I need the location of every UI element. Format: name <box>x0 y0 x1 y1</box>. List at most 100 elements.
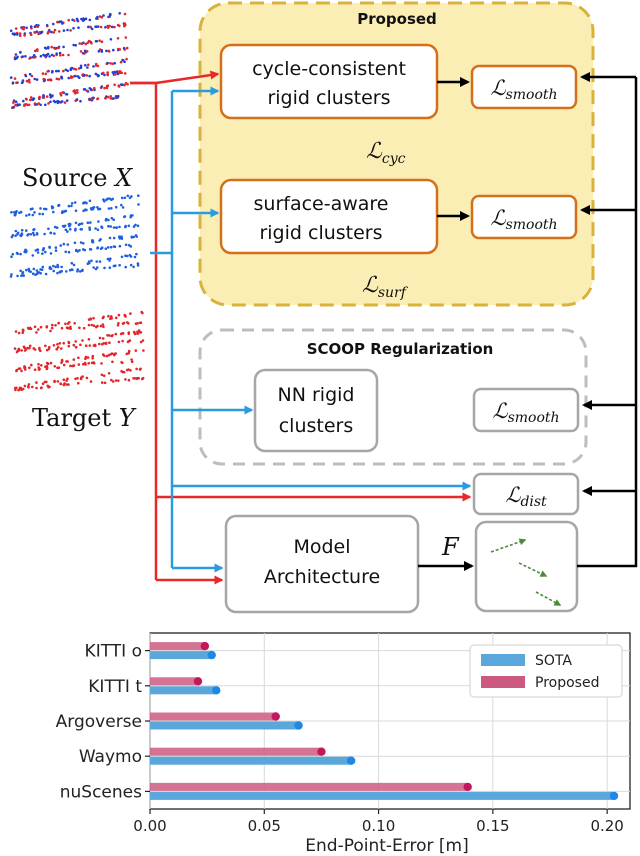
point <box>121 339 124 343</box>
legend-swatch-proposed <box>481 676 525 688</box>
point <box>39 207 42 210</box>
point <box>122 46 126 50</box>
point <box>120 203 123 207</box>
point <box>43 207 46 211</box>
point <box>139 340 143 344</box>
point <box>125 352 129 356</box>
point <box>88 199 92 203</box>
point <box>110 378 113 382</box>
point <box>114 379 118 382</box>
point <box>70 66 74 70</box>
point <box>42 96 45 99</box>
point <box>57 77 61 81</box>
point <box>92 266 95 269</box>
legend-label-proposed: Proposed <box>535 675 599 691</box>
point <box>72 89 75 93</box>
point <box>38 346 41 350</box>
point <box>106 24 109 28</box>
point <box>141 311 144 315</box>
point <box>25 214 28 217</box>
point <box>94 227 97 230</box>
point <box>69 364 72 368</box>
point <box>81 268 84 272</box>
bar-sota <box>150 756 352 765</box>
point <box>85 50 89 53</box>
point <box>123 196 127 200</box>
point <box>10 255 13 259</box>
point <box>127 322 130 325</box>
surface-box-line1: surface-aware <box>254 193 389 215</box>
point <box>139 331 143 334</box>
loss-arrows <box>418 72 638 571</box>
nn-box-line1: NN rigid <box>278 384 355 406</box>
point <box>107 372 111 375</box>
point <box>89 380 93 383</box>
point <box>100 226 104 229</box>
point <box>56 271 59 275</box>
point <box>56 20 59 24</box>
point <box>135 252 138 256</box>
point <box>64 322 67 326</box>
point <box>88 25 92 29</box>
point <box>125 46 129 50</box>
point <box>42 248 45 251</box>
point <box>80 228 83 231</box>
point <box>100 381 104 384</box>
point <box>18 367 22 370</box>
point <box>22 99 25 103</box>
point <box>35 331 38 334</box>
point <box>114 95 118 98</box>
point <box>89 88 93 91</box>
point <box>28 98 32 102</box>
point <box>122 370 126 374</box>
point <box>20 228 24 232</box>
point <box>35 272 39 276</box>
point <box>113 25 116 29</box>
point <box>98 39 101 42</box>
bar-proposed <box>150 747 322 756</box>
point <box>62 341 65 345</box>
point <box>100 85 104 88</box>
point <box>28 81 31 84</box>
point <box>116 37 120 40</box>
point-cloud-top <box>9 12 129 109</box>
point <box>25 79 29 83</box>
point <box>110 25 114 29</box>
point <box>107 49 110 53</box>
point <box>49 231 52 235</box>
dist-loss: ℒdist <box>505 483 547 510</box>
point <box>88 18 92 22</box>
point <box>105 354 109 358</box>
point <box>120 255 124 259</box>
point <box>83 88 87 91</box>
point <box>44 207 48 211</box>
point <box>64 68 68 72</box>
point <box>82 362 85 366</box>
x-tick-label: 0.10 <box>362 817 395 835</box>
point <box>47 102 50 105</box>
x-axis-label: End-Point-Error [m] <box>305 836 468 856</box>
point <box>120 237 124 240</box>
point <box>87 338 91 341</box>
point <box>112 218 115 221</box>
cycle-loss: ℒcyc <box>366 139 406 167</box>
point <box>21 55 25 58</box>
point <box>33 77 36 81</box>
point <box>125 368 129 372</box>
point <box>69 75 73 78</box>
point <box>37 328 40 331</box>
point <box>23 384 27 388</box>
point <box>42 77 45 81</box>
point <box>118 48 122 51</box>
point <box>13 213 17 217</box>
point <box>126 254 129 258</box>
flow-vector-3 <box>535 591 562 606</box>
point <box>42 53 45 57</box>
bar-proposed <box>150 677 198 686</box>
bar-end-marker-proposed <box>271 712 280 721</box>
point <box>57 69 60 73</box>
point <box>59 93 63 97</box>
point <box>67 18 70 22</box>
point <box>45 326 48 329</box>
point <box>82 326 86 330</box>
